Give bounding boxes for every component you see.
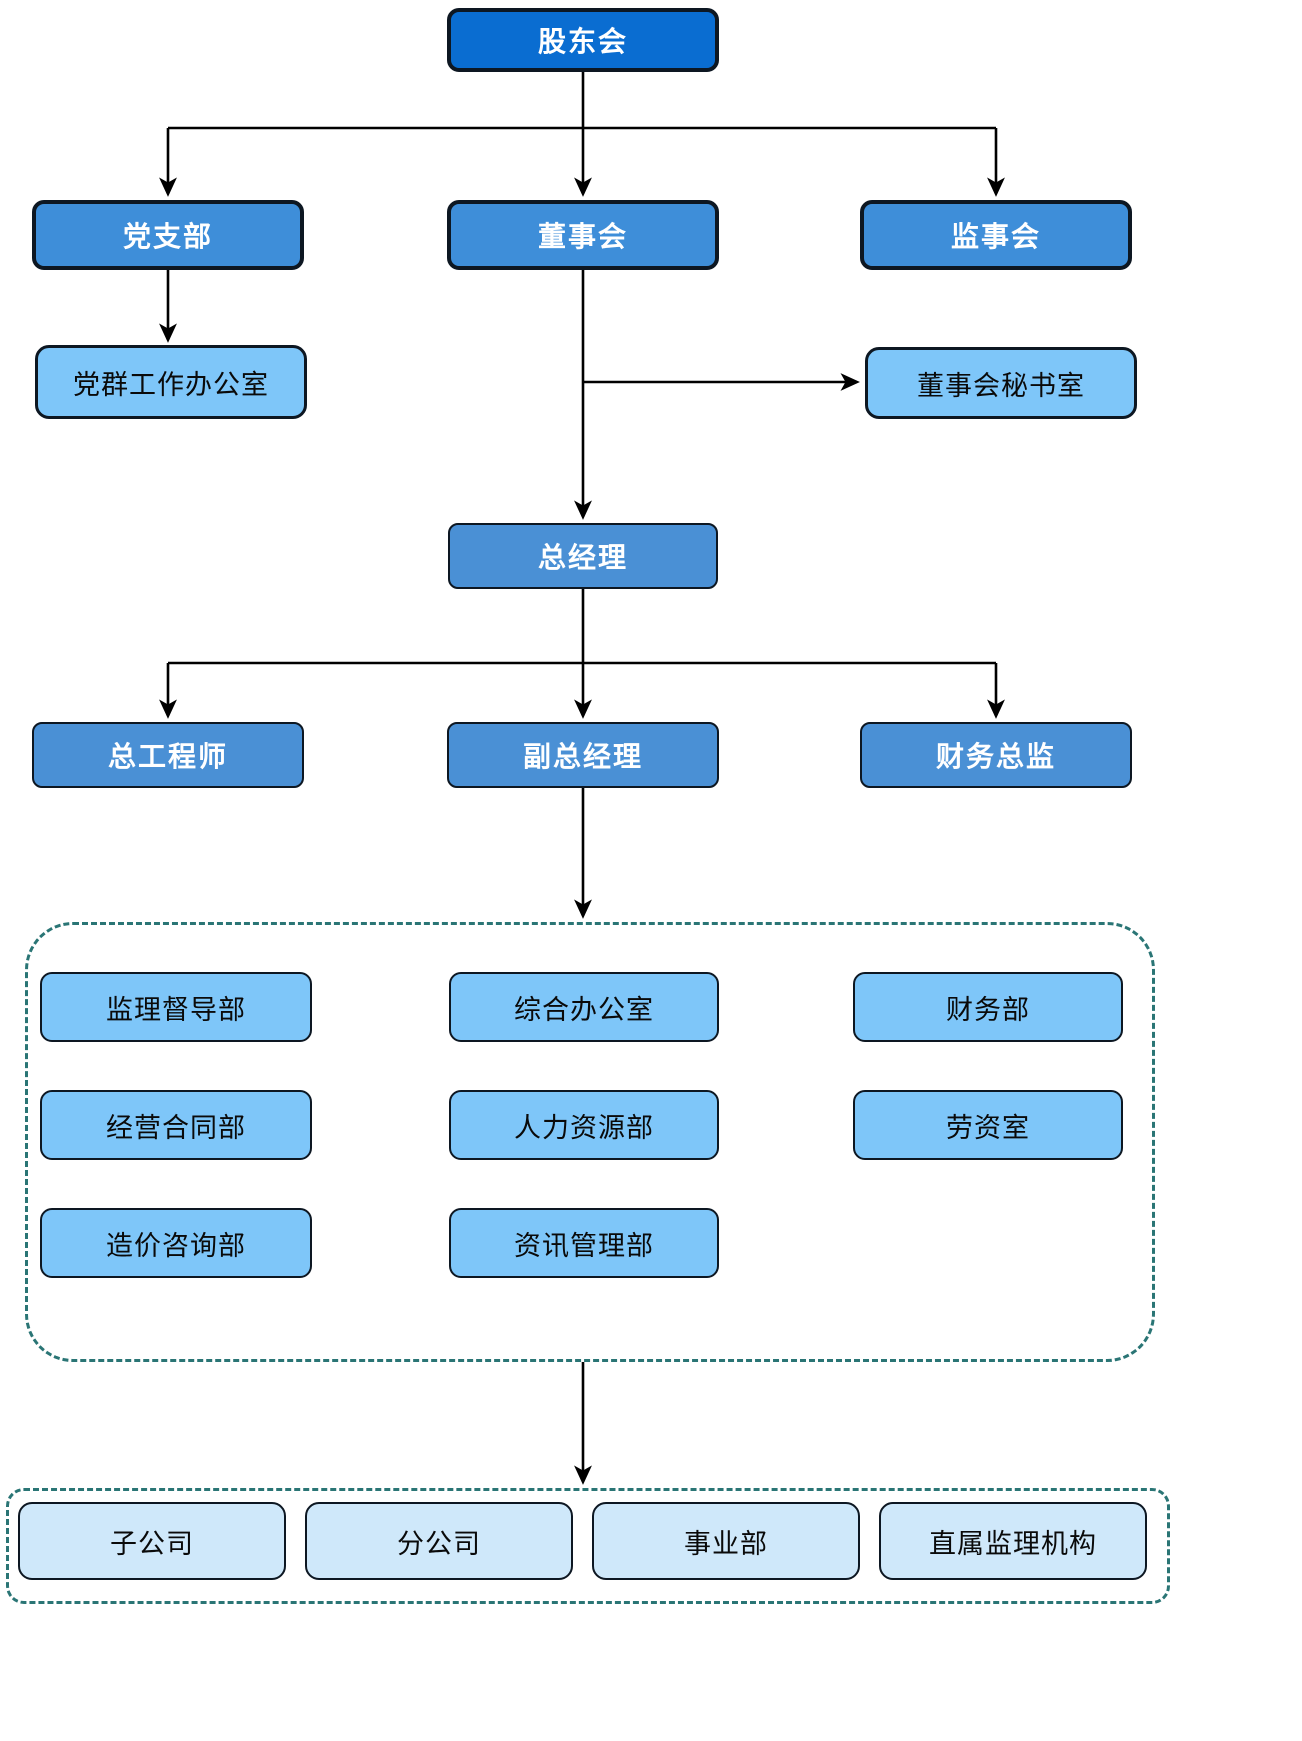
- node-dept-labor-wages: 劳资室: [853, 1090, 1123, 1160]
- node-dept-finance: 财务部: [853, 972, 1123, 1042]
- node-branch-company: 分公司: [305, 1502, 573, 1580]
- node-dept-information-management: 资讯管理部: [449, 1208, 719, 1278]
- node-chief-engineer: 总工程师: [32, 722, 304, 788]
- node-dept-cost-consulting: 造价咨询部: [40, 1208, 312, 1278]
- node-party-mass-work-office: 党群工作办公室: [35, 345, 307, 419]
- node-subsidiary-company: 子公司: [18, 1502, 286, 1580]
- branches-group-container: [6, 1488, 1170, 1604]
- node-shareholders-meeting: 股东会: [447, 8, 719, 72]
- node-dept-general-office: 综合办公室: [449, 972, 719, 1042]
- node-business-division: 事业部: [592, 1502, 860, 1580]
- departments-group-container: [25, 922, 1155, 1362]
- node-dept-supervision: 监理督导部: [40, 972, 312, 1042]
- node-finance-director: 财务总监: [860, 722, 1132, 788]
- node-general-manager: 总经理: [448, 523, 718, 589]
- node-dept-human-resources: 人力资源部: [449, 1090, 719, 1160]
- node-board-of-directors: 董事会: [447, 200, 719, 270]
- node-dept-business-contract: 经营合同部: [40, 1090, 312, 1160]
- node-deputy-general-manager: 副总经理: [447, 722, 719, 788]
- node-directly-affiliated-supervision-org: 直属监理机构: [879, 1502, 1147, 1580]
- node-supervisory-board: 监事会: [860, 200, 1132, 270]
- node-board-secretary-office: 董事会秘书室: [865, 347, 1137, 419]
- node-party-branch: 党支部: [32, 200, 304, 270]
